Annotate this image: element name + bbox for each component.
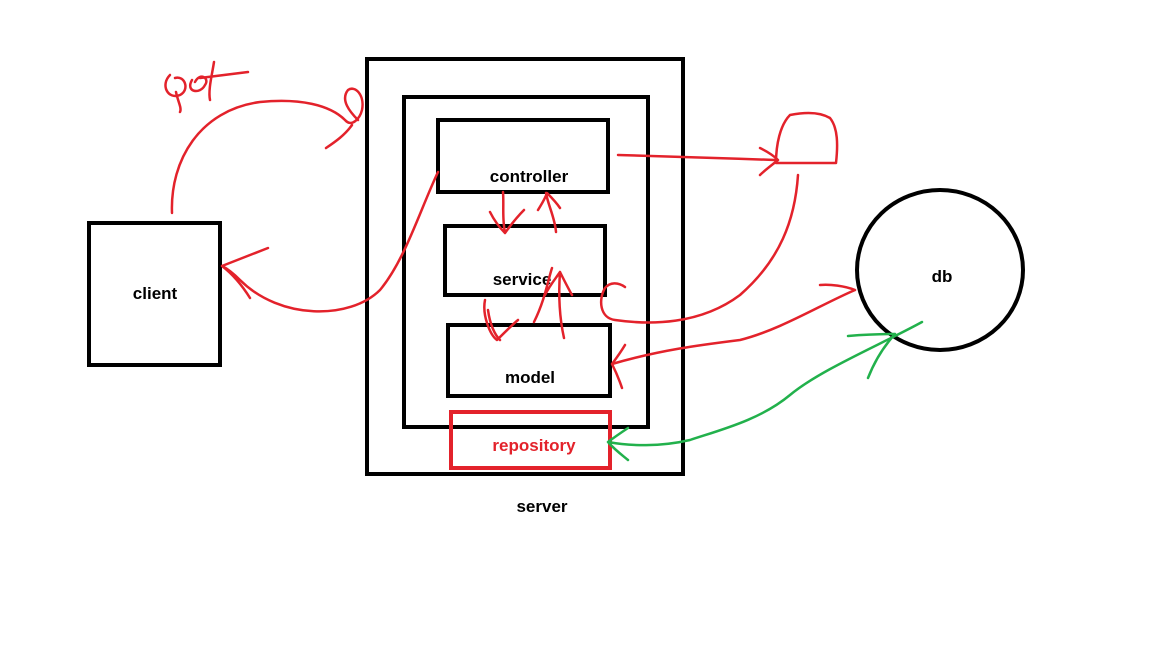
client-box [87,221,222,367]
repository-db-arrow [606,320,924,462]
external-box-scribble [774,111,839,165]
external-to-service-curve [599,173,800,324]
controller-to-service-arrow [488,190,526,235]
get-scribble [164,60,250,114]
db-arrowhead [846,332,897,380]
repository-label: repository [492,436,576,455]
model-box [446,323,612,398]
controller-box [436,118,610,194]
server-box [365,57,685,476]
controller-label: controller [490,167,569,186]
model-label: model [505,368,555,387]
inner-layer-box [402,95,650,429]
db-circle [855,188,1025,352]
service-box [443,224,607,297]
request-arc [170,87,364,215]
db-to-model-arrow [610,283,857,390]
db-label: db [932,267,953,286]
model-to-service-arrow [532,266,574,340]
service-to-model-arrow [483,298,520,342]
service-label: service [493,270,552,289]
controller-to-external-arrow [616,146,780,177]
red-annotations [164,60,857,390]
service-to-controller-arrow [536,191,562,234]
client-label: client [133,284,178,303]
response-arc [220,170,440,313]
green-annotations [606,320,924,462]
server-label: server [516,497,567,516]
